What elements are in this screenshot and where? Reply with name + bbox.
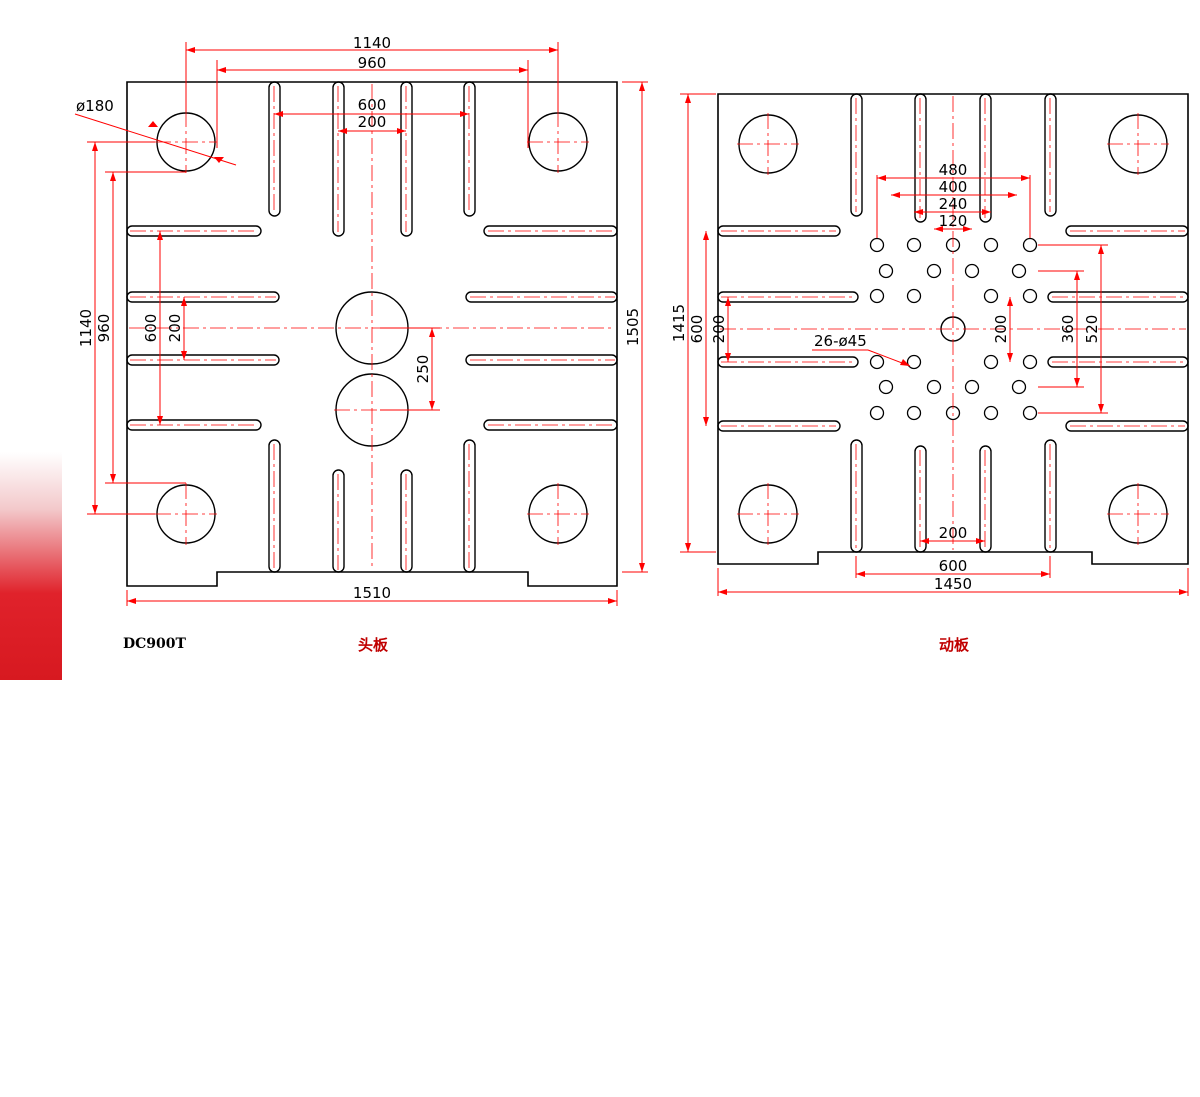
dim-360: 360	[1059, 315, 1077, 344]
dim-1505: 1505	[624, 308, 642, 346]
dim-600-left-r: 600	[688, 315, 706, 344]
right-centerlines	[720, 96, 1186, 550]
model-label: DC900T	[123, 636, 187, 652]
dim-240: 240	[939, 195, 968, 213]
drawing-canvas: 1140 960 600 200 1510 1505 1140 960 600 …	[74, 34, 1189, 654]
right-plate: 480 400 240 120 1450 600 200 1415 600 20…	[670, 93, 1189, 596]
dim-250: 250	[414, 355, 432, 384]
dim-200-top: 200	[358, 113, 387, 131]
right-dimensions	[680, 93, 1189, 596]
left-plate-caption: 头板	[358, 636, 389, 654]
left-dimensions	[74, 42, 648, 606]
right-plate-outline	[717, 93, 1189, 565]
left-dim-arrows	[92, 47, 645, 604]
side-tab: DC880T	[0, 452, 62, 1097]
dim-1415: 1415	[670, 304, 688, 342]
dim-600-left: 600	[142, 314, 160, 343]
dim-520: 520	[1083, 315, 1101, 344]
right-plate-caption: 动板	[939, 636, 970, 654]
dim-1510: 1510	[353, 584, 391, 602]
dim-200-left-r: 200	[710, 315, 728, 344]
dim-600-bottom: 600	[939, 557, 968, 575]
dim-400: 400	[939, 178, 968, 196]
dim-200-left: 200	[166, 314, 184, 343]
dim-960-top: 960	[358, 54, 387, 72]
dim-1140-left: 1140	[77, 309, 95, 347]
right-bolt-holes	[869, 237, 1038, 421]
left-plate: 1140 960 600 200 1510 1505 1140 960 600 …	[74, 34, 648, 606]
dim-960-left: 960	[95, 314, 113, 343]
side-tab-label: DC880T	[11, 950, 51, 1097]
left-centerlines	[129, 84, 615, 570]
left-slots	[126, 81, 618, 573]
left-plate-outline	[126, 81, 618, 587]
right-slots	[717, 93, 1189, 553]
dim-holes-26: 26-ø45	[814, 332, 867, 350]
dim-480: 480	[939, 161, 968, 179]
dim-200-bottom: 200	[939, 524, 968, 542]
dim-200-bolt: 200	[992, 315, 1010, 344]
dim-1140-top: 1140	[353, 34, 391, 52]
dim-1450: 1450	[934, 575, 972, 593]
dim-dia-180: ø180	[76, 97, 114, 115]
right-dim-arrows	[685, 94, 1188, 595]
dim-120: 120	[939, 212, 968, 230]
dim-600-top: 600	[358, 96, 387, 114]
